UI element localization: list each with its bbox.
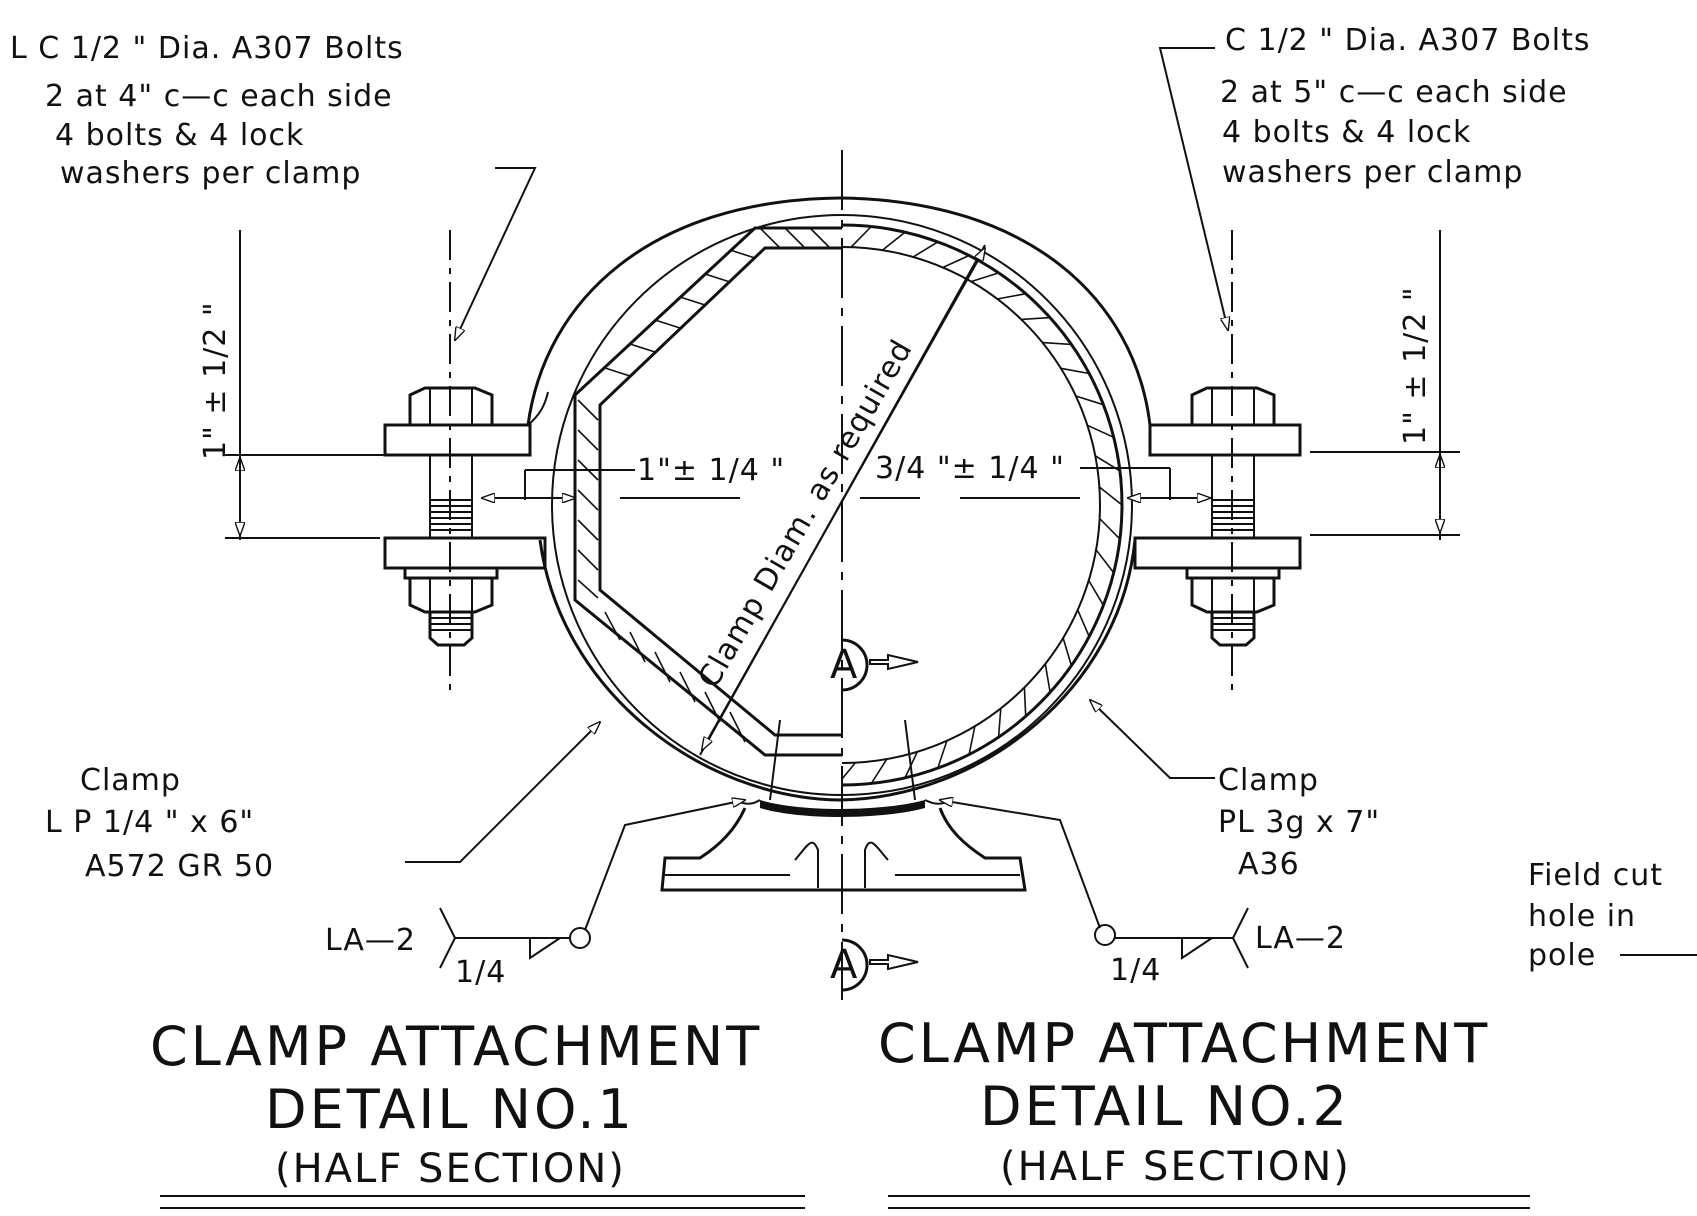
hatch-line <box>1062 637 1073 666</box>
left-gap-dimension: 1"± 1/4 " <box>482 453 785 500</box>
section-marker-label: A <box>830 942 859 988</box>
detail1-title-line3: (HALF SECTION) <box>275 1146 626 1192</box>
hatch-line <box>881 231 906 251</box>
right-bolt <box>1185 230 1281 690</box>
left-bolt-note: L C 1/2 " Dia. A307 Bolts 2 at 4" c—c ea… <box>10 31 537 340</box>
hatch-line <box>937 740 948 769</box>
field-cut-note: Field cut hole in pole <box>1528 858 1697 973</box>
right-weld-size: 1/4 <box>1110 953 1161 988</box>
right-bolt-note-line4: washers per clamp <box>1222 155 1523 190</box>
left-weld-tag: LA—2 <box>325 923 416 958</box>
hatch-line <box>1042 341 1072 346</box>
hatch-line <box>968 725 976 755</box>
right-vertical-dim-label: 1" ± 1/2 " <box>1398 286 1433 445</box>
diameter-label: Clamp Diam. as required <box>692 334 920 694</box>
detail2-title-line2: DETAIL NO.2 <box>980 1075 1350 1138</box>
right-bolt-note-line3: 4 bolts & 4 lock <box>1222 115 1471 150</box>
left-vertical-dim-label: 1" ± 1/2 " <box>198 301 233 460</box>
hatch-line <box>997 292 1026 300</box>
hatch-line <box>1075 395 1104 406</box>
detail2-title-line1: CLAMP ATTACHMENT <box>878 1012 1490 1075</box>
hatch-line <box>1076 609 1090 637</box>
hatch-line <box>1023 687 1027 717</box>
right-weld-symbol: LA—2 1/4 <box>940 800 1346 988</box>
left-clamp-note-line2: L P 1/4 " x 6" <box>45 805 254 840</box>
field-note-line3: pole <box>1528 938 1596 973</box>
field-note-line1: Field cut <box>1528 858 1663 893</box>
left-vertical-dimension: 1" ± 1/2 " <box>198 230 420 540</box>
hatch-line <box>850 225 872 248</box>
hatch-line <box>912 241 939 258</box>
center-lines <box>620 150 1080 1000</box>
hatch-line <box>1088 579 1105 606</box>
left-clamp-note: Clamp L P 1/4 " x 6" A572 GR 50 <box>45 722 600 884</box>
hatch-line <box>997 708 1002 738</box>
detail2-title: CLAMP ATTACHMENT DETAIL NO.2 (HALF SECTI… <box>878 1012 1530 1209</box>
left-bolt-note-line4: washers per clamp <box>60 156 361 191</box>
hatch-line <box>1098 486 1123 506</box>
right-bolt-note-line2: 2 at 5" c—c each side <box>1220 75 1568 110</box>
detail1-title-line2: DETAIL NO.1 <box>265 1078 635 1141</box>
right-clamp-note-line3: A36 <box>1238 847 1300 882</box>
hatch-line <box>1099 517 1121 540</box>
hatch-line <box>870 758 888 784</box>
left-bolt-note-line3: 4 bolts & 4 lock <box>55 118 304 153</box>
section-marker-label: A <box>830 642 859 688</box>
left-bolt-note-line2: 2 at 4" c—c each side <box>45 79 393 114</box>
hatch-line <box>842 762 857 781</box>
left-clamp-note-line1: Clamp <box>80 763 181 798</box>
weld-seat <box>660 719 1027 892</box>
hatch-line <box>1021 316 1051 321</box>
hatch-line <box>1087 424 1115 439</box>
hatch-line <box>970 272 999 283</box>
hatch-line <box>1060 367 1090 375</box>
right-clamp-ear <box>1133 423 1302 570</box>
right-clamp-note-line1: Clamp <box>1218 763 1319 798</box>
right-clamp-note-line2: PL 3g x 7" <box>1218 805 1380 840</box>
section-marker-lower: A <box>830 938 919 992</box>
section-marker-upper: A <box>830 638 919 692</box>
hatch-line <box>942 254 970 269</box>
right-weld-tag: LA—2 <box>1255 921 1346 956</box>
right-clamp-note: Clamp PL 3g x 7" A36 <box>1090 700 1380 882</box>
right-bolt-note: C 1/2 " Dia. A307 Bolts 2 at 5" c—c each… <box>1158 23 1591 330</box>
right-bolt-note-line1: C 1/2 " Dia. A307 Bolts <box>1225 23 1591 58</box>
detail1-title-line1: CLAMP ATTACHMENT <box>150 1015 762 1078</box>
left-gap-dim-label: 1"± 1/4 " <box>637 453 785 488</box>
hatch-line <box>1044 663 1051 693</box>
hatch-line <box>1095 549 1115 574</box>
left-weld-symbol: LA—2 1/4 <box>325 800 745 990</box>
octagon-hatching <box>577 227 831 743</box>
round-pole-half <box>842 223 1124 787</box>
left-clamp-note-line3: A572 GR 50 <box>85 849 274 884</box>
left-bolt-note-line1: L C 1/2 " Dia. A307 Bolts <box>10 31 404 66</box>
round-pole-hatching <box>842 225 1123 784</box>
right-vertical-dimension: 1" ± 1/2 " <box>1310 230 1460 540</box>
detail2-title-line3: (HALF SECTION) <box>1000 1144 1351 1190</box>
left-bolt <box>403 230 499 690</box>
right-gap-dimension: 3/4 "± 1/4 " <box>875 451 1210 500</box>
left-bolt-threads <box>430 499 472 531</box>
detail1-title: CLAMP ATTACHMENT DETAIL NO.1 (HALF SECTI… <box>150 1015 805 1209</box>
field-note-line2: hole in <box>1528 899 1636 934</box>
left-weld-size: 1/4 <box>455 955 506 990</box>
right-gap-dim-label: 3/4 "± 1/4 " <box>875 451 1065 486</box>
